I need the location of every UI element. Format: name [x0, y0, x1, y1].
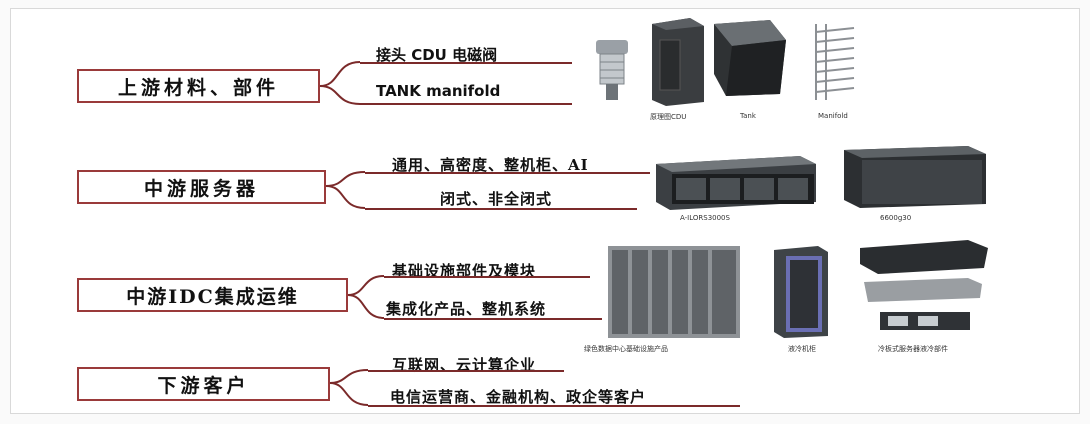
category-label: 上游材料、部件	[118, 73, 279, 100]
connector-1b	[320, 86, 360, 104]
category-box-upstream: 上游材料、部件	[77, 69, 320, 103]
image-caption: 液冷机柜	[788, 344, 816, 354]
item-underline	[360, 62, 572, 64]
image-caption: Manifold	[818, 112, 848, 120]
item-text: 电信运营商、金融机构、政企等客户	[390, 386, 646, 407]
tank-image	[710, 18, 790, 98]
item-underline	[365, 172, 650, 174]
manifold-image	[806, 20, 866, 104]
cdu-cabinet-image	[650, 16, 706, 106]
category-label: 中游IDC集成运维	[126, 282, 299, 309]
idc-infrastructure-image	[606, 242, 742, 342]
image-caption: 原理图CDU	[650, 112, 686, 122]
connector-2a	[326, 172, 365, 186]
item-underline	[368, 370, 564, 372]
connector-4b	[330, 383, 368, 405]
item-underline	[384, 276, 590, 278]
item-text: 集成化产品、整机系统	[386, 298, 546, 319]
item-underline	[360, 103, 572, 105]
item-underline	[384, 318, 602, 320]
category-box-midstream-server: 中游服务器	[77, 170, 326, 204]
cold-plate-parts-image	[858, 238, 990, 336]
category-label: 中游服务器	[144, 174, 259, 201]
connector-4a	[330, 370, 368, 383]
connector-2b	[326, 186, 365, 208]
server-chassis-image	[650, 152, 818, 212]
server-rack-image	[840, 144, 990, 210]
category-label: 下游客户	[157, 371, 249, 398]
liquid-cooling-cabinet-image	[772, 244, 830, 340]
category-box-downstream: 下游客户	[77, 367, 330, 401]
item-underline	[365, 208, 637, 210]
item-text: TANK manifold	[376, 82, 500, 100]
connector-3a	[348, 276, 384, 295]
connector-1a	[320, 62, 360, 86]
category-box-midstream-idc: 中游IDC集成运维	[77, 278, 348, 312]
image-caption: 绿色数据中心基础设施产品	[584, 344, 668, 354]
image-caption: A-ILORS3000S	[680, 214, 730, 222]
image-caption: 6600g30	[880, 214, 911, 222]
image-caption: 冷板式服务器液冷部件	[878, 344, 948, 354]
item-text: 闭式、非全闭式	[440, 188, 552, 209]
connector-3b	[348, 295, 384, 318]
connector-fitting-image	[592, 36, 632, 104]
image-caption: Tank	[740, 112, 756, 120]
item-underline	[368, 405, 740, 407]
